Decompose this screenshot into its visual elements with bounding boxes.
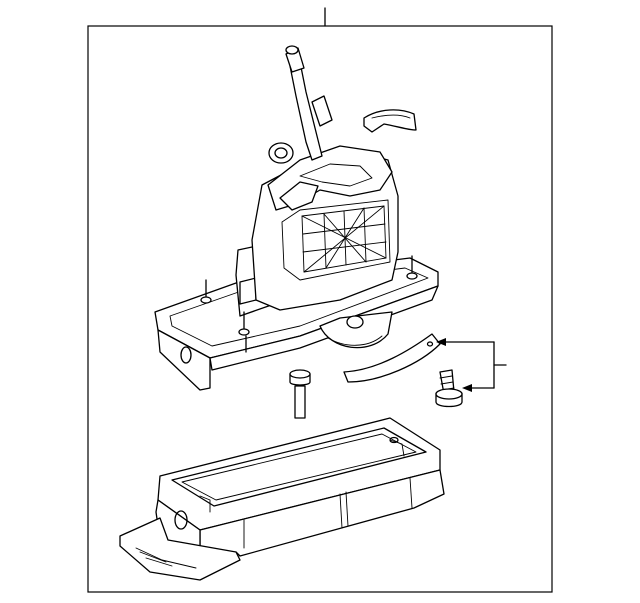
callout-leader: [436, 338, 507, 392]
diagram-frame: [87, 25, 553, 593]
mounting-bolt[interactable]: [289, 369, 311, 419]
arrow-head-upper: [436, 338, 446, 346]
shift-lever[interactable]: [285, 45, 333, 161]
shifter-base-bracket[interactable]: [119, 417, 445, 581]
trim-seal-strip[interactable]: [343, 333, 441, 383]
shifter-assembly[interactable]: [154, 142, 439, 391]
shift-knob-cover[interactable]: [363, 109, 417, 133]
arrow-head-lower: [462, 384, 472, 392]
retaining-screw[interactable]: [435, 369, 463, 408]
